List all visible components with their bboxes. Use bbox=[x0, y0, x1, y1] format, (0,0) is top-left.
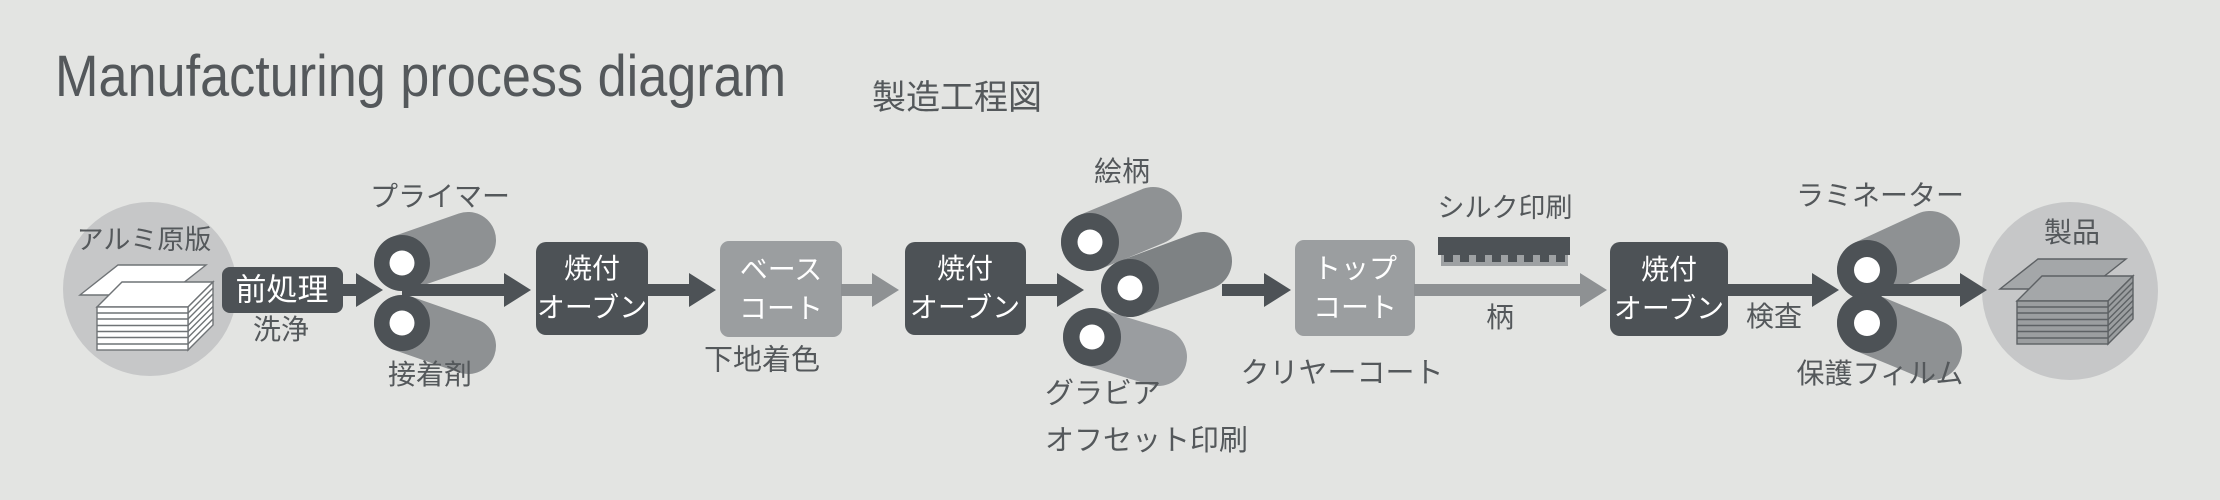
oven1-box bbox=[536, 242, 648, 335]
adhesive-label: 接着剤 bbox=[387, 359, 473, 391]
flow-arrow-8 bbox=[1727, 273, 1839, 307]
primer-label: プライマー bbox=[369, 181, 511, 213]
squeegee-icon bbox=[1438, 237, 1570, 266]
oven3-box bbox=[1610, 242, 1728, 336]
gravure-rollers-icon bbox=[1061, 187, 1232, 386]
flow-arrow-9 bbox=[1867, 273, 1987, 307]
primer-rollers-icon bbox=[374, 212, 496, 374]
protective-film-label: 保護フィルム bbox=[1796, 358, 1964, 390]
flow-arrow-2 bbox=[402, 273, 531, 307]
flow-arrow-5 bbox=[1026, 273, 1084, 307]
top-coat-label: トップ コート bbox=[1312, 253, 1398, 323]
flow-arrow-7 bbox=[1414, 273, 1607, 307]
base-coat-label: ベース コート bbox=[738, 254, 824, 324]
product-sheet-stack-icon bbox=[1997, 258, 2135, 346]
pretreatment-box bbox=[222, 267, 343, 313]
silk-pattern-label: 柄 bbox=[1485, 302, 1515, 334]
oven2-label: 焼付 オーブン bbox=[909, 253, 1021, 323]
inspection-label: 検査 bbox=[1745, 301, 1803, 333]
clear-coat-label: クリヤーコート bbox=[1240, 357, 1444, 390]
silk-print-label: シルク印刷 bbox=[1437, 192, 1573, 223]
pattern-design-label: 絵柄 bbox=[1093, 156, 1151, 188]
washing-label: 洗浄 bbox=[252, 314, 310, 346]
flow-arrow-3 bbox=[645, 273, 716, 307]
laminator-rollers-icon bbox=[1837, 211, 1962, 380]
gravure-offset-label: グラビア オフセット印刷 bbox=[1045, 378, 1249, 457]
aluminum-sheet-stack-icon bbox=[77, 264, 215, 352]
flow-arrow-4 bbox=[841, 273, 899, 307]
source-label: アルミ原版 bbox=[76, 224, 212, 255]
product-label: 製品 bbox=[2043, 217, 2101, 249]
base-coloring-label: 下地着色 bbox=[703, 344, 821, 377]
pretreatment-label: 前処理 bbox=[235, 272, 329, 308]
oven1-label: 焼付 オーブン bbox=[536, 253, 648, 323]
oven3-label: 焼付 オーブン bbox=[1613, 254, 1725, 324]
top-coat-box bbox=[1295, 240, 1415, 336]
base-coat-box bbox=[720, 241, 842, 337]
oven2-box bbox=[905, 242, 1026, 335]
laminator-label: ラミネーター bbox=[1795, 180, 1965, 212]
page-subtitle: 製造工程図 bbox=[872, 79, 1042, 117]
flow-arrow-6 bbox=[1222, 273, 1291, 307]
page-title: Manufacturing process diagram bbox=[55, 44, 787, 109]
flow-arrow-1 bbox=[343, 273, 383, 307]
